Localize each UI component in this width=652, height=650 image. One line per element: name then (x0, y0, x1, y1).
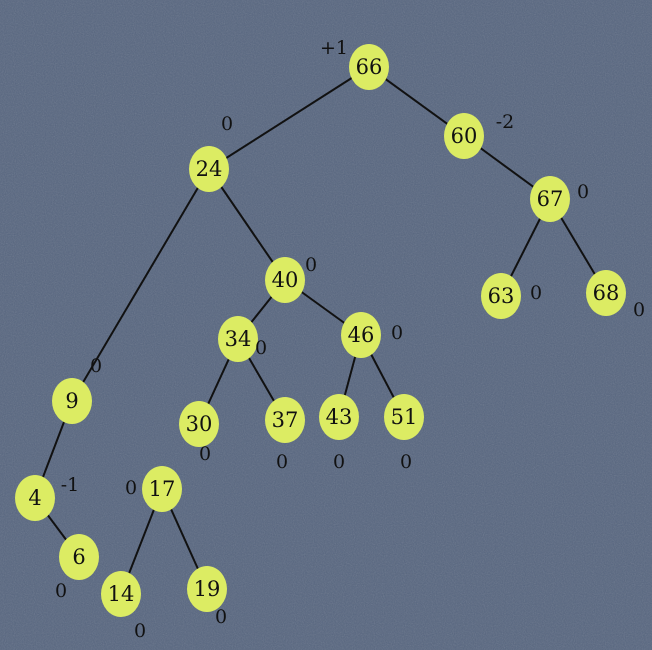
balance-factor: 0 (333, 451, 345, 473)
node-value: 66 (356, 55, 383, 79)
tree-node-60: 60 -2 (444, 111, 514, 159)
node-value: 60 (451, 124, 478, 148)
node-value: 67 (537, 187, 564, 211)
node-circle (319, 394, 359, 440)
node-value: 68 (593, 281, 620, 305)
node-circle (218, 316, 258, 362)
node-circle (101, 571, 141, 617)
tree-node-63: 63 0 (481, 273, 542, 319)
node-circle (384, 394, 424, 440)
node-value: 46 (348, 323, 375, 347)
node-circle (341, 312, 381, 358)
tree-edges (34, 66, 607, 595)
node-value: 9 (65, 389, 78, 413)
node-value: 34 (225, 327, 252, 351)
balance-factor: -1 (61, 474, 80, 496)
edge-24-9 (71, 168, 210, 402)
node-value: 51 (391, 405, 418, 429)
node-circle (189, 146, 229, 192)
edge-66-24 (208, 66, 370, 170)
node-circle (349, 44, 389, 90)
tree-node-9: 90 (52, 355, 102, 424)
tree-node-40: 40 0 (265, 254, 317, 303)
edge-24-40 (208, 168, 286, 281)
node-circle (265, 257, 305, 303)
node-value: 17 (149, 477, 176, 501)
node-circle (15, 475, 55, 521)
tree-node-46: 46 0 (341, 312, 403, 358)
node-value: 4 (28, 486, 41, 510)
tree-node-30: 300 (179, 401, 219, 465)
node-value: 19 (194, 577, 221, 601)
node-circle (52, 378, 92, 424)
node-value: 24 (196, 157, 223, 181)
tree-node-43: 43 0 (319, 394, 359, 473)
tree-node-19: 190 (187, 566, 227, 628)
balance-factor: 0 (215, 606, 227, 628)
tree-node-37: 37 0 (265, 397, 305, 473)
node-circle (530, 176, 570, 222)
node-value: 43 (326, 405, 353, 429)
balance-factor: 0 (55, 580, 67, 602)
tree-node-67: 67 0 (530, 176, 589, 222)
balance-factor: 0 (90, 355, 102, 377)
node-value: 14 (108, 582, 135, 606)
balance-factor: 0 (255, 337, 267, 359)
balance-factor: 0 (276, 451, 288, 473)
tree-node-17: 17 0 (125, 466, 182, 512)
node-circle (59, 534, 99, 580)
balance-factor: 0 (633, 299, 645, 321)
balance-factor: -2 (496, 111, 515, 133)
tree-node-6: 60 (55, 534, 99, 602)
balance-factor: 0 (391, 322, 403, 344)
node-value: 37 (272, 408, 299, 432)
tree-node-14: 14 0 (101, 571, 146, 642)
balance-factor: 0 (305, 254, 317, 276)
tree-node-68: 68 0 (586, 270, 645, 321)
node-circle (265, 397, 305, 443)
node-circle (142, 466, 182, 512)
node-value: 30 (186, 412, 213, 436)
node-value: 40 (272, 268, 299, 292)
node-value: 63 (488, 284, 515, 308)
balance-factor: +1 (320, 37, 348, 59)
node-circle (187, 566, 227, 612)
node-circle (481, 273, 521, 319)
tree-node-4: 4 -1 (15, 474, 79, 521)
tree-node-24: 24 0 (189, 113, 233, 192)
balance-factor: 0 (134, 620, 146, 642)
balance-factor: 0 (125, 477, 137, 499)
balance-factor: 0 (577, 181, 589, 203)
node-value: 6 (72, 545, 85, 569)
node-circle (586, 270, 626, 316)
node-circle (444, 113, 484, 159)
balance-factor: 0 (400, 451, 412, 473)
balance-factor: 0 (199, 443, 211, 465)
tree-node-66: 66 +1 (320, 37, 389, 90)
tree-node-51: 51 0 (384, 394, 424, 473)
balance-factor: 0 (221, 113, 233, 135)
balance-factor: 0 (530, 282, 542, 304)
node-circle (179, 401, 219, 447)
